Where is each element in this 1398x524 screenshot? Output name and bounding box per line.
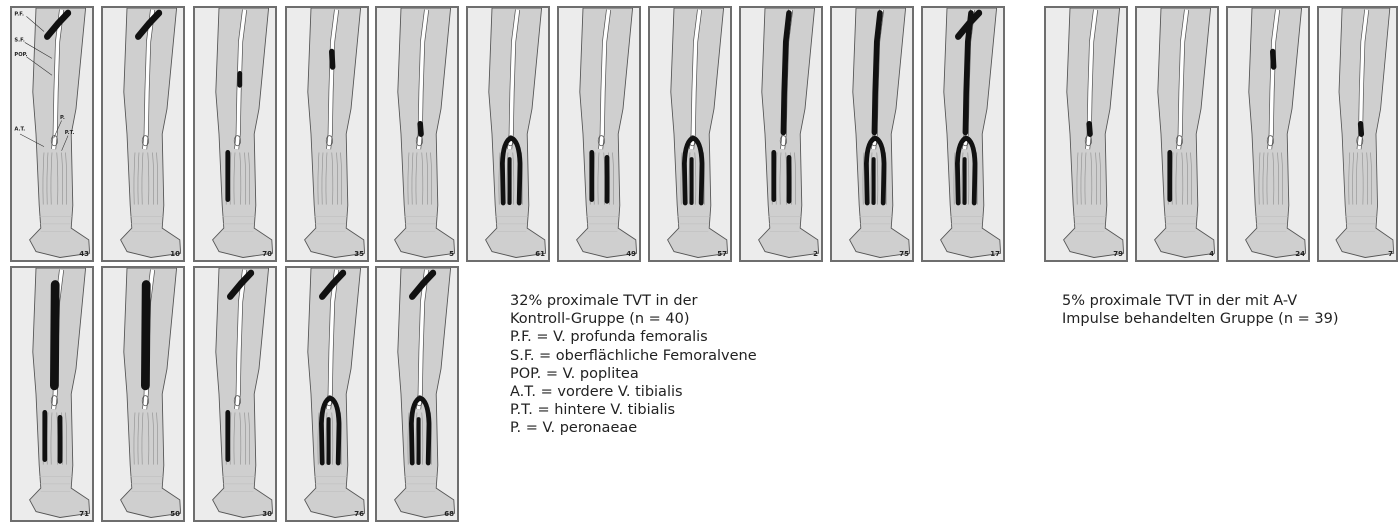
leg-panel: 17: [921, 6, 1005, 262]
caption-treated: 5% proximale TVT in der mit A-V Impulse …: [1062, 292, 1339, 328]
vein-label: P.T.: [65, 130, 75, 136]
leg-diagram: [195, 8, 275, 260]
patient-number: 61: [535, 250, 545, 258]
caption-line: S.F. = oberflächliche Femoralvene: [510, 347, 757, 365]
patient-number: 24: [1295, 250, 1305, 258]
caption-line: Impulse behandelten Gruppe (n = 39): [1062, 310, 1339, 328]
caption-line: POP. = V. poplitea: [510, 365, 757, 383]
patient-number: 2: [813, 250, 818, 258]
thrombus-segment: [332, 52, 333, 67]
leg-panel: 7: [1317, 6, 1398, 262]
vein-label: P.F.: [14, 11, 24, 17]
patient-number: 43: [79, 250, 89, 258]
patient-number: 35: [354, 250, 364, 258]
patient-number: 68: [444, 510, 454, 518]
leg-diagram: [377, 268, 457, 520]
thrombus-segment: [1273, 52, 1274, 67]
caption-line: A.T. = vordere V. tibialis: [510, 383, 757, 401]
patient-number: 4: [1209, 250, 1214, 258]
patient-number: 70: [262, 250, 272, 258]
patient-number: 76: [354, 510, 364, 518]
leg-diagram: [287, 8, 367, 260]
leg-panel: 75: [830, 6, 914, 262]
vein-label: S.F.: [14, 38, 24, 44]
caption-line: 32% proximale TVT in der: [510, 292, 757, 310]
leg-panel: 61: [466, 6, 550, 262]
thrombus-segment: [1089, 124, 1090, 134]
leg-panel: 57: [648, 6, 732, 262]
leg-diagram: [1319, 8, 1396, 260]
leg-panel: 71: [10, 266, 94, 522]
leg-panel: 10: [101, 6, 185, 262]
leg-panel: 70: [193, 6, 277, 262]
patient-number: 7: [1388, 250, 1393, 258]
leg-panel: 49: [557, 6, 641, 262]
leg-diagram: [1046, 8, 1126, 260]
leg-panel: 76: [285, 266, 369, 522]
leg-diagram: [832, 8, 912, 260]
leg-diagram: [1137, 8, 1217, 260]
leg-panel: 68: [375, 266, 459, 522]
patient-number: 50: [170, 510, 180, 518]
patient-number: 17: [990, 250, 1000, 258]
leg-panel: 2: [739, 6, 823, 262]
thrombus-segment: [1361, 124, 1362, 134]
leg-panel: 5: [375, 6, 459, 262]
caption-line: Kontroll-Gruppe (n = 40): [510, 310, 757, 328]
leg-diagram: P.F. S.F. POP. P. A.T. P.T.: [12, 8, 92, 260]
vein-label: A.T.: [14, 127, 25, 133]
leg-panel: P.F. S.F. POP. P. A.T. P.T. 43: [10, 6, 94, 262]
leg-diagram: [103, 268, 183, 520]
leg-diagram: [12, 268, 92, 520]
leg-panel: 50: [101, 266, 185, 522]
leg-panel: 30: [193, 266, 277, 522]
caption-control: 32% proximale TVT in der Kontroll-Gruppe…: [510, 292, 757, 438]
leg-diagram: [923, 8, 1003, 260]
patient-number: 79: [1113, 250, 1123, 258]
patient-number: 49: [626, 250, 636, 258]
leg-diagram: [741, 8, 821, 260]
leg-diagram: [1228, 8, 1308, 260]
leg-diagram: [103, 8, 183, 260]
thrombus-segment: [420, 124, 421, 134]
patient-number: 10: [170, 250, 180, 258]
caption-line: P.F. = V. profunda femoralis: [510, 328, 757, 346]
thrombus-segment: [145, 285, 146, 386]
leg-diagram: [468, 8, 548, 260]
leg-diagram: [559, 8, 639, 260]
thrombus-segment: [54, 285, 55, 386]
leg-panel: 79: [1044, 6, 1128, 262]
leg-diagram: [195, 268, 275, 520]
caption-line: P.T. = hintere V. tibialis: [510, 401, 757, 419]
patient-number: 75: [899, 250, 909, 258]
caption-line: P. = V. peronaeae: [510, 419, 757, 437]
patient-number: 30: [262, 510, 272, 518]
leg-panel: 35: [285, 6, 369, 262]
leg-diagram: [650, 8, 730, 260]
caption-line: 5% proximale TVT in der mit A-V: [1062, 292, 1339, 310]
leg-panel: 4: [1135, 6, 1219, 262]
patient-number: 5: [449, 250, 454, 258]
vein-label: POP.: [14, 52, 27, 58]
leg-diagram: [377, 8, 457, 260]
leg-panel: 24: [1226, 6, 1310, 262]
vein-label: P.: [60, 115, 65, 121]
patient-number: 57: [717, 250, 727, 258]
leg-diagram: [287, 268, 367, 520]
patient-number: 71: [79, 510, 89, 518]
